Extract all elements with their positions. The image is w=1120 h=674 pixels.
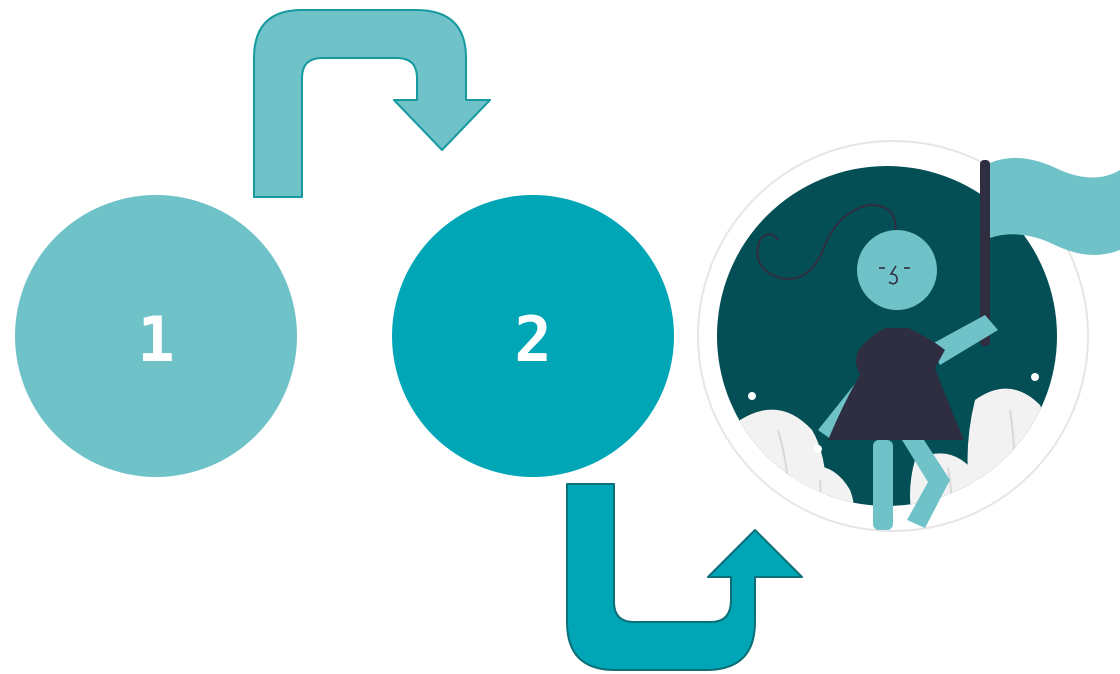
figure-leg-left: [873, 440, 893, 530]
goal-illustration: [698, 141, 1120, 531]
step-1-label: 1: [96, 309, 216, 371]
arrow-step2-to-goal: [567, 484, 802, 670]
arrow-step1-to-step2: [254, 10, 490, 197]
step-2-label: 2: [473, 309, 593, 371]
sparkle-dot: [748, 392, 756, 400]
figure-head: [857, 230, 937, 310]
sparkle-dot: [814, 445, 822, 453]
sparkle-dot: [1031, 373, 1039, 381]
